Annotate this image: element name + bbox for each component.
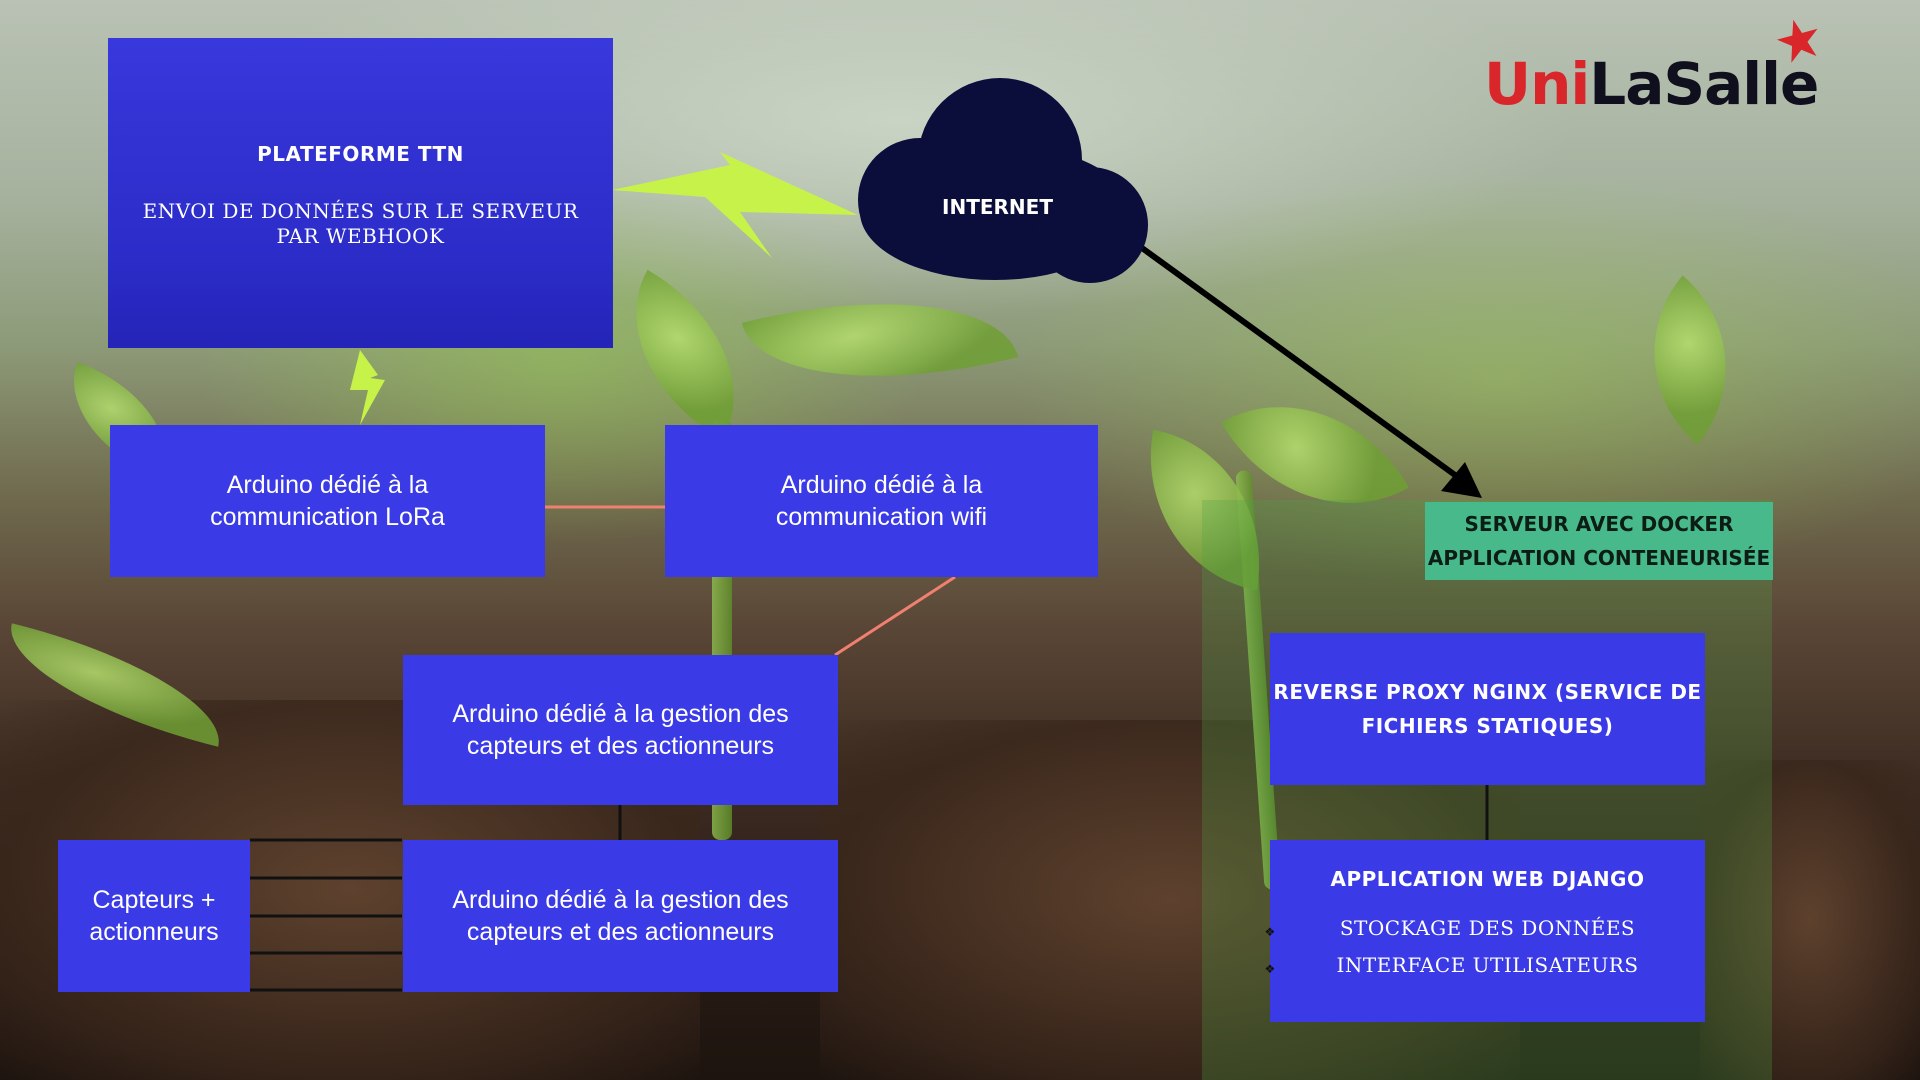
diamond-bullet-icon: ❖ <box>1264 962 1276 976</box>
ttn-title: PLATEFORME TTN <box>257 142 464 166</box>
ttn-platform-box: PLATEFORME TTN ENVOI DE DONNÉES SUR LE S… <box>108 38 613 348</box>
ttn-line1: ENVOI DE DONNÉES SUR LE SERVEUR <box>142 199 579 223</box>
red-star-icon <box>1776 19 1818 63</box>
arduino-gestion-1-line2: capteurs et des actionneurs <box>466 732 775 760</box>
arduino-gestion-2-line1: Arduino dédié à la gestion des <box>452 886 789 914</box>
capteurs-line2: actionneurs <box>89 918 219 946</box>
capteurs-line1: Capteurs + <box>92 886 216 914</box>
arduino-wifi-line2: communication wifi <box>775 503 988 531</box>
arrowhead-icon <box>1441 462 1482 498</box>
arduino-gestion-box-1: Arduino dédié à la gestion des capteurs … <box>403 655 838 805</box>
arduino-lora-box: Arduino dédié à la communication LoRa <box>110 425 545 577</box>
nginx-line1: REVERSE PROXY NGINX (SERVICE DE <box>1273 680 1702 704</box>
arduino-wifi-box: Arduino dédié à la communication wifi <box>665 425 1098 577</box>
django-item-storage: ❖STOCKAGE DES DONNÉES <box>1264 916 1638 941</box>
django-title: APPLICATION WEB DJANGO <box>1330 867 1645 891</box>
nginx-proxy-box: REVERSE PROXY NGINX (SERVICE DE FICHIERS… <box>1270 633 1705 785</box>
django-item-interface: ❖INTERFACE UTILISATEURS <box>1264 953 1638 978</box>
capteurs-actionneurs-box: Capteurs + actionneurs <box>58 840 250 992</box>
nginx-line2: FICHIERS STATIQUES) <box>1361 714 1614 738</box>
arrow-internet-docker <box>1140 245 1457 478</box>
django-app-box: APPLICATION WEB DJANGO ❖STOCKAGE DES DON… <box>1264 840 1705 1022</box>
arduino-gestion-1-line1: Arduino dédié à la gestion des <box>452 700 789 728</box>
internet-label: INTERNET <box>942 195 1053 219</box>
docker-line1: SERVEUR AVEC DOCKER <box>1464 512 1734 536</box>
arduino-lora-line2: communication LoRa <box>210 503 445 531</box>
docker-server-label: SERVEUR AVEC DOCKER APPLICATION CONTENEU… <box>1425 502 1773 580</box>
logo-uni: Uni <box>1484 50 1590 118</box>
arduino-wifi-line1: Arduino dédié à la <box>780 471 983 499</box>
arduino-gestion-box-2: Arduino dédié à la gestion des capteurs … <box>403 840 838 992</box>
internet-cloud-icon <box>858 78 1148 283</box>
line-wifi-gestion <box>834 575 956 657</box>
arduino-lora-line1: Arduino dédié à la <box>226 471 429 499</box>
docker-line2: APPLICATION CONTENEURISÉE <box>1427 546 1771 570</box>
soil-shape <box>1700 760 1920 1080</box>
ttn-line2: PAR WEBHOOK <box>276 224 445 248</box>
diamond-bullet-icon: ❖ <box>1264 925 1276 939</box>
lightning-lora-ttn-icon <box>350 350 385 425</box>
lightning-ttn-internet-icon <box>612 152 858 258</box>
unilasalle-logo: UniLaSalle <box>1484 19 1819 130</box>
arduino-gestion-2-line2: capteurs et des actionneurs <box>466 918 775 946</box>
logo-lasalle: LaSalle <box>1589 50 1819 118</box>
